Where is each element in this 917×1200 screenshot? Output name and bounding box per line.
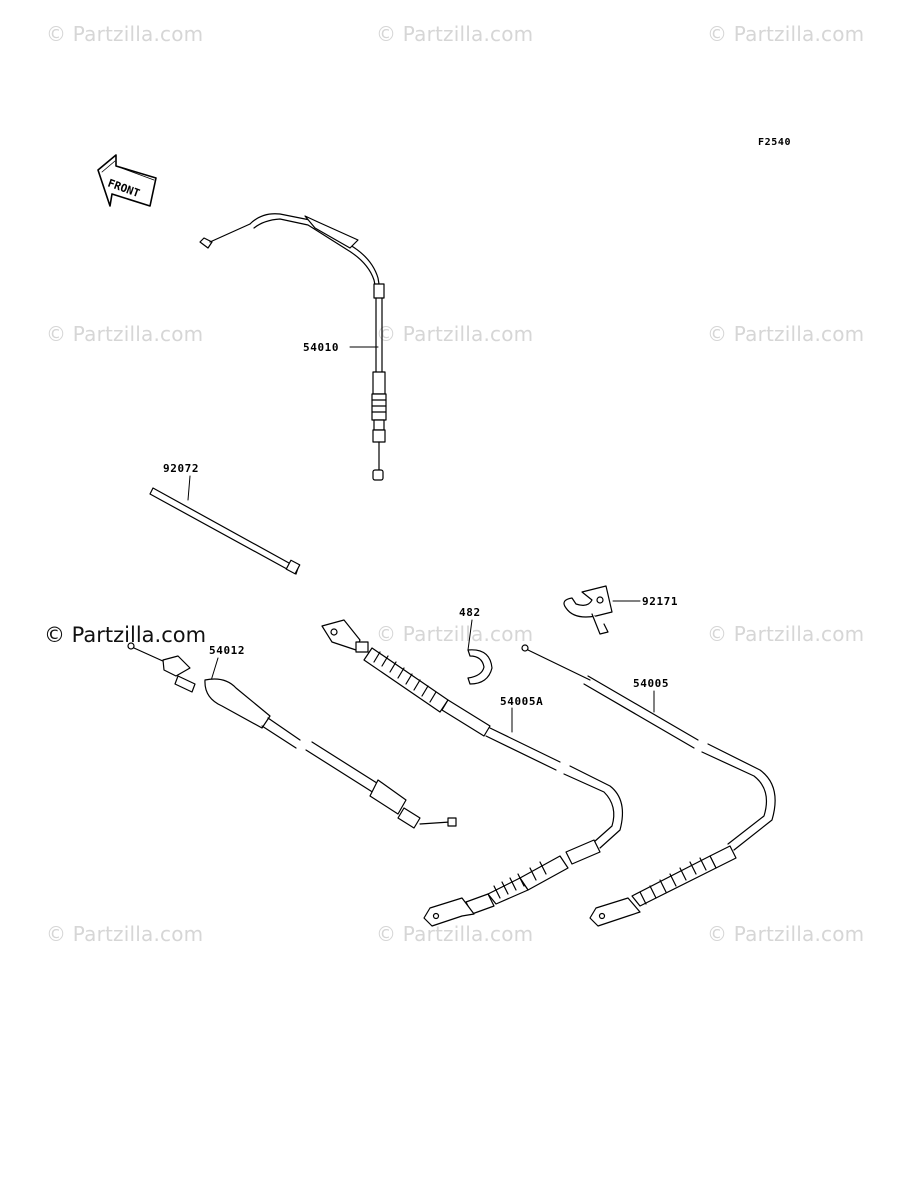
watermark: © Partzilla.com: [707, 22, 865, 46]
callout-54005A[interactable]: 54005A: [500, 695, 544, 708]
band[interactable]: [149, 487, 301, 575]
choke-cable[interactable]: [127, 642, 457, 829]
leader-lines: [187, 346, 655, 733]
front-arrow-icon: FRONT: [97, 154, 157, 207]
callout-92072[interactable]: 92072: [163, 462, 200, 475]
callout-54012[interactable]: 54012: [209, 644, 246, 657]
watermark: © Partzilla.com: [376, 22, 534, 46]
clamp[interactable]: [563, 585, 613, 635]
watermark: © Partzilla.com: [376, 622, 534, 646]
callout-482[interactable]: 482: [459, 606, 481, 619]
callout-54010[interactable]: 54010: [303, 341, 340, 354]
brake-cable-54005a[interactable]: [321, 619, 623, 927]
callout-92171[interactable]: 92171: [642, 595, 679, 608]
watermark: © Partzilla.com: [376, 922, 534, 946]
watermark: © Partzilla.com: [46, 922, 204, 946]
watermark-strong: © Partzilla.com: [44, 623, 207, 647]
watermark: © Partzilla.com: [46, 322, 204, 346]
callout-54005[interactable]: 54005: [633, 677, 670, 690]
brake-cable-54005[interactable]: [521, 644, 776, 927]
watermark: © Partzilla.com: [707, 922, 865, 946]
e-clip[interactable]: [467, 649, 493, 685]
watermark: © Partzilla.com: [707, 622, 865, 646]
watermark: © Partzilla.com: [376, 322, 534, 346]
throttle-cable[interactable]: [199, 213, 387, 481]
watermark: © Partzilla.com: [46, 22, 204, 46]
diagram-code: F2540: [758, 137, 792, 148]
watermark: © Partzilla.com: [707, 322, 865, 346]
